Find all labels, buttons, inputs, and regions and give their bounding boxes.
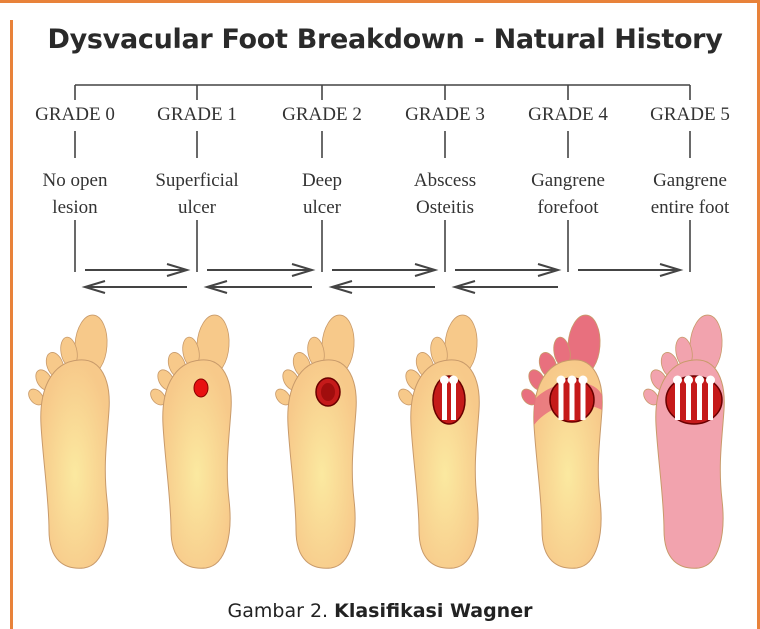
caption-prefix: Gambar 2. (228, 600, 335, 622)
grade-label-5: GRADE 5 (635, 104, 745, 126)
bone-head (449, 376, 458, 385)
exposed-bone (442, 380, 447, 420)
grade-label-4: GRADE 4 (513, 104, 623, 126)
foot-illustrations (26, 314, 725, 568)
bone-head (568, 376, 577, 385)
ulcer-superficial (194, 379, 208, 397)
grade-description-line2: entire foot (635, 194, 745, 221)
sole (41, 360, 109, 568)
grade-description-line1: No open (20, 167, 130, 194)
grade-description-line2: lesion (20, 194, 130, 221)
exposed-bone (675, 380, 680, 420)
figure-caption: Gambar 2. Klasifikasi Wagner (0, 600, 760, 622)
bone-head (579, 376, 588, 385)
grade-description-line1: Gangrene (635, 167, 745, 194)
exposed-bone (559, 380, 564, 420)
exposed-bone (581, 380, 586, 420)
grade-description-line1: Superficial (142, 167, 252, 194)
bone-head (440, 376, 449, 385)
bone-head (695, 376, 704, 385)
foot-grade-2 (273, 314, 357, 568)
exposed-bone (708, 380, 713, 420)
grade-description-line2: forefoot (513, 194, 623, 221)
grade-description-line1: Gangrene (513, 167, 623, 194)
bone-head (673, 376, 682, 385)
ulcer-deep-core (321, 383, 335, 401)
bone-head (706, 376, 715, 385)
grade-description-line2: ulcer (267, 194, 377, 221)
exposed-bone (451, 380, 456, 420)
foot-grade-1 (148, 314, 232, 568)
bone-head (684, 376, 693, 385)
foot-grade-0 (26, 314, 110, 568)
foot-grade-5 (641, 314, 725, 568)
progression-arrows (85, 264, 680, 293)
grade-label-0: GRADE 0 (20, 104, 130, 126)
exposed-bone (697, 380, 702, 420)
abscess-wound (433, 376, 465, 424)
grade-description-line1: Abscess (390, 167, 500, 194)
grade-description-line2: ulcer (142, 194, 252, 221)
caption-bold: Klasifikasi Wagner (334, 600, 532, 622)
exposed-bone (570, 380, 575, 420)
grade-label-1: GRADE 1 (142, 104, 252, 126)
bone-head (557, 376, 566, 385)
grade-description-line2: Osteitis (390, 194, 500, 221)
grade-label-3: GRADE 3 (390, 104, 500, 126)
grade-label-2: GRADE 2 (267, 104, 377, 126)
foot-grade-3 (396, 314, 480, 568)
grade-description-line1: Deep (267, 167, 377, 194)
exposed-bone (686, 380, 691, 420)
foot-grade-4 (519, 314, 603, 568)
